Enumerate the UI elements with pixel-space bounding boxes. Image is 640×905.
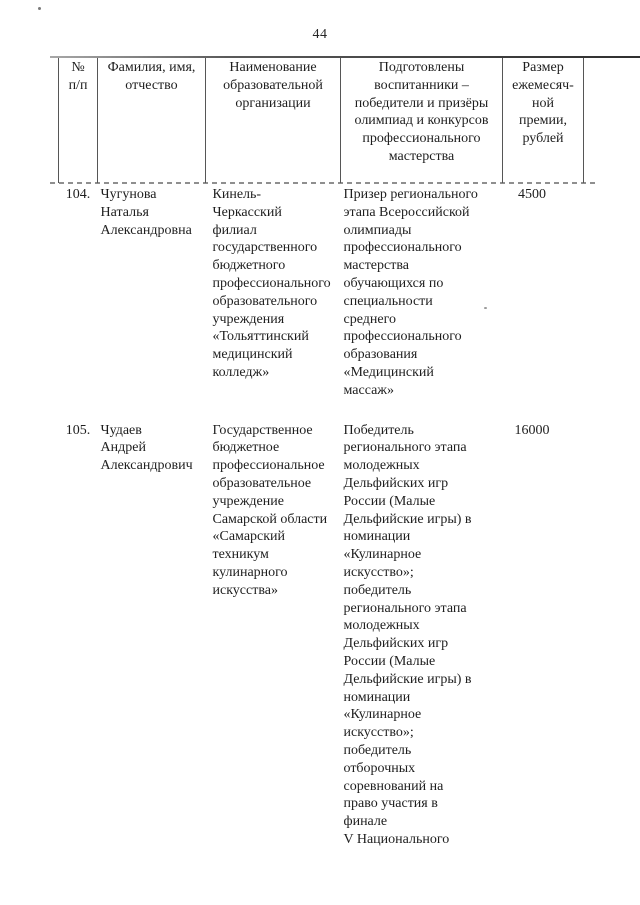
achievement-cell: Победитель регионального этапа молодежны… bbox=[343, 422, 472, 847]
table-top-border-line bbox=[50, 56, 640, 58]
column-header-organization: Наименование образовательной организации bbox=[205, 58, 341, 183]
achievement-cell: Призер регионального этапа Всероссийской… bbox=[343, 187, 478, 398]
full-name-cell: Чугунова Наталья Александровна bbox=[100, 187, 192, 238]
row-number-cell: 104. bbox=[65, 187, 91, 202]
column-header-premium: Размер ежемесяч- ной премии, рублей bbox=[502, 58, 584, 183]
organization-cell: Кинель- Черкасский филиал государственно… bbox=[212, 187, 331, 380]
header-row: № п/п Фамилия, имя, отчество Наименовани… bbox=[58, 58, 584, 183]
premium-recipients-table: № п/п Фамилия, имя, отчество Наименовани… bbox=[58, 58, 584, 849]
row-number-cell: 105. bbox=[65, 422, 91, 438]
table-row: 104. Чугунова Наталья Александровна Кине… bbox=[59, 183, 584, 400]
scan-speck bbox=[38, 7, 41, 10]
page-number: 44 bbox=[312, 27, 328, 42]
table-header-bottom-border-line bbox=[50, 182, 597, 184]
column-header-achievements: Подготовлены воспитанники – победители и… bbox=[340, 58, 503, 183]
table-row: 105. Чудаев Андрей Александрович Государ… bbox=[59, 400, 584, 849]
full-name-cell: Чудаев Андрей Александрович bbox=[100, 422, 193, 474]
column-header-number: № п/п bbox=[58, 58, 98, 183]
organization-cell: Государственное бюджетное профессиональн… bbox=[212, 422, 328, 598]
premium-cell: 16000 bbox=[514, 422, 550, 438]
table-body: 104. Чугунова Наталья Александровна Кине… bbox=[59, 183, 584, 849]
scan-speck bbox=[484, 307, 487, 309]
column-header-full-name: Фамилия, имя, отчество bbox=[97, 58, 206, 183]
table-header: № п/п Фамилия, имя, отчество Наименовани… bbox=[58, 58, 584, 183]
premium-cell: 4500 bbox=[518, 187, 546, 202]
